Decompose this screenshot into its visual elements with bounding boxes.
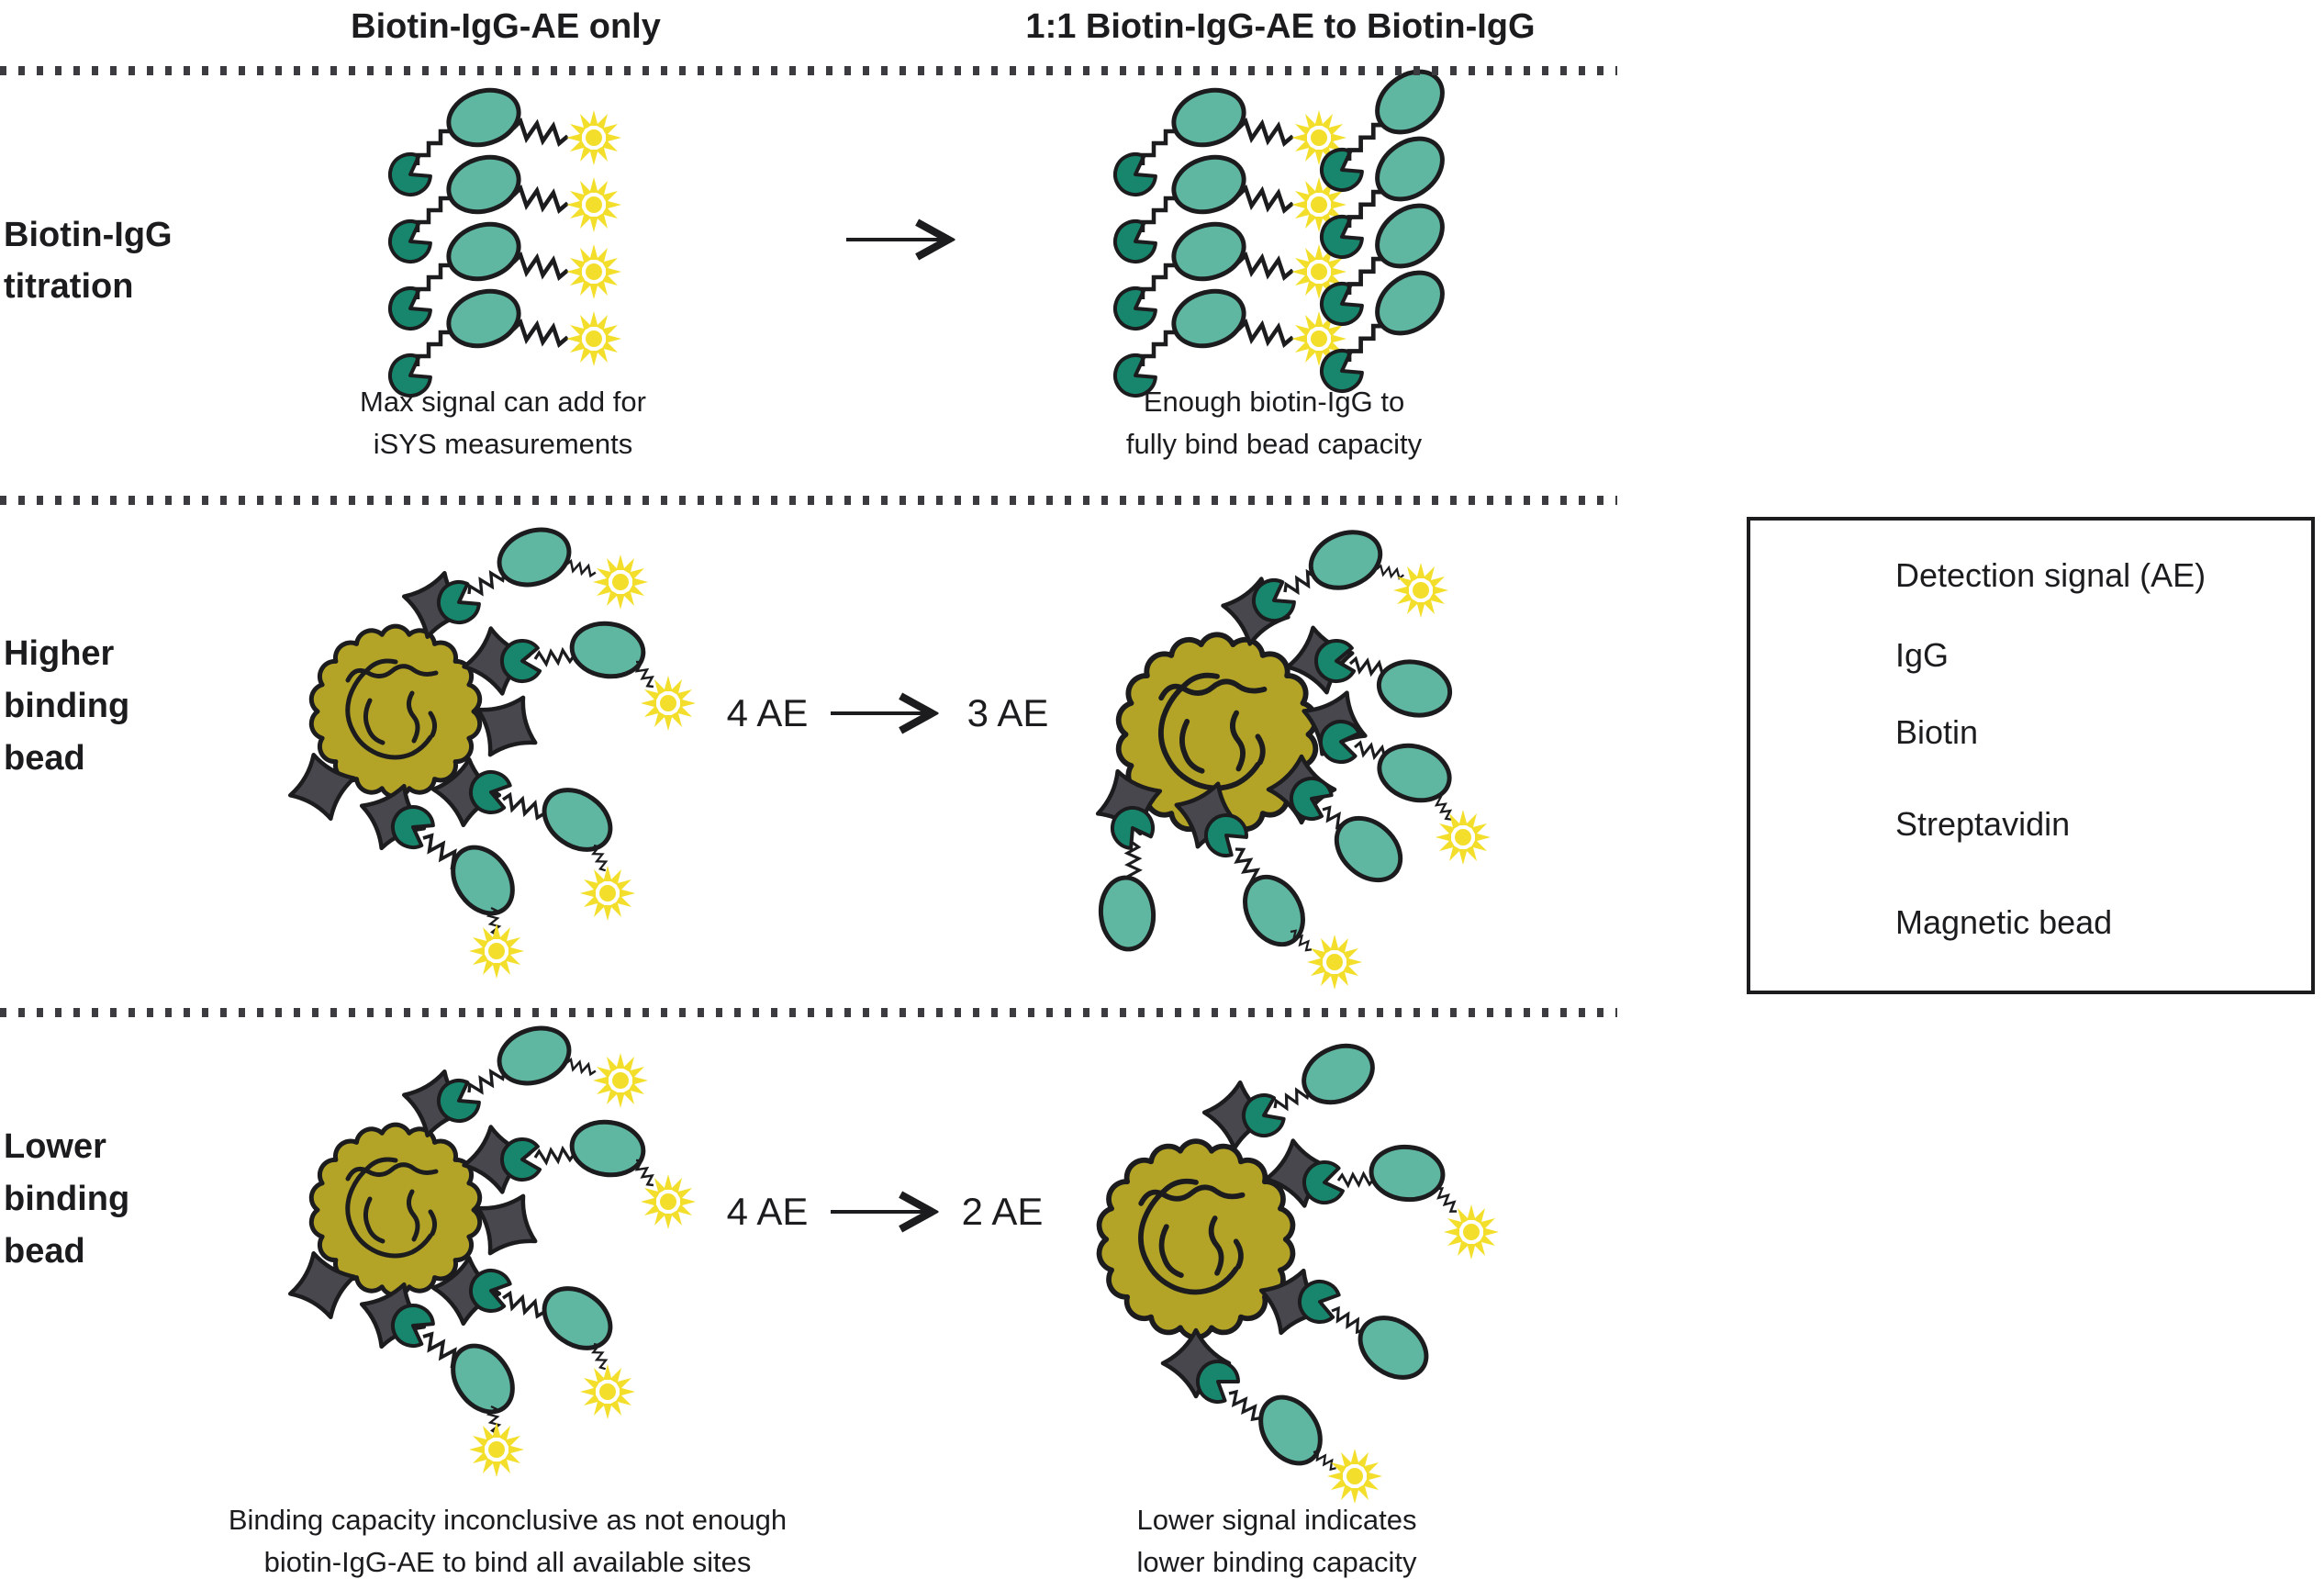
row-label-lower-binding-bead: Lower binding bead	[4, 1121, 129, 1278]
ae-count-higher-after: 3 AE	[966, 691, 1049, 734]
ae-count-lower-after: 2 AE	[961, 1190, 1044, 1233]
row-label-line: titration	[4, 267, 134, 306]
row-label-line: bead	[4, 1232, 85, 1271]
caption-titration-left: Max signal can add for iSYS measurements	[360, 381, 646, 465]
row-label-line: Lower	[4, 1127, 106, 1166]
row-label-higher-binding-bead: Higher binding bead	[4, 628, 129, 785]
biotin-igg-ae-chain-icon	[1115, 283, 1346, 396]
column-header-left: Biotin-IgG-AE only	[351, 7, 661, 46]
dotted-divider-top	[0, 66, 1617, 75]
caption-line: fully bind bead capacity	[1125, 428, 1423, 460]
caption-line: Binding capacity inconclusive as not eno…	[228, 1504, 788, 1536]
row-label-biotin-igg-titration: Biotin-IgG titration	[4, 209, 173, 312]
dotted-divider-bottom	[0, 1008, 1617, 1017]
legend-label-igg: IgG	[1895, 636, 1950, 674]
caption-line: Max signal can add for	[360, 386, 646, 418]
legend-label-detection-signal: Detection signal (AE)	[1895, 556, 2207, 594]
ae-count-lower-before: 4 AE	[726, 1190, 809, 1233]
legend-label-streptavidin: Streptavidin	[1895, 805, 2071, 843]
caption-line: biotin-IgG-AE to bind all available site…	[263, 1546, 752, 1578]
legend-label-biotin: Biotin	[1895, 713, 1979, 751]
row-label-line: binding	[4, 1180, 130, 1218]
caption-lower-left: Binding capacity inconclusive as not eno…	[229, 1499, 787, 1579]
row-label-line: binding	[4, 687, 130, 725]
caption-line: Lower signal indicates	[1136, 1504, 1417, 1536]
titration-right-plain-group	[1322, 60, 1454, 391]
dotted-divider-middle	[0, 496, 1617, 505]
row-label-line: Biotin-IgG	[4, 216, 173, 254]
caption-line: lower binding capacity	[1136, 1546, 1417, 1578]
higher-binding-bead-after-icon	[1087, 522, 1491, 990]
legend-label-magnetic-bead: Magnetic bead	[1895, 903, 2113, 941]
legend-box	[1747, 517, 2315, 994]
row-label-line: bead	[4, 739, 85, 778]
higher-binding-bead-before-icon	[282, 521, 696, 979]
lower-binding-bead-before-icon	[282, 1019, 696, 1477]
caption-titration-right: Enough biotin-IgG to fully bind bead cap…	[1126, 381, 1422, 465]
titration-left-diagram	[390, 82, 621, 396]
column-header-right: 1:1 Biotin-IgG-AE to Biotin-IgG	[1025, 7, 1536, 46]
ae-count-higher-before: 4 AE	[726, 691, 809, 734]
biotin-igg-ae-chain-icon	[390, 283, 621, 396]
titration-right-ae-group	[1115, 82, 1346, 396]
caption-line: Enough biotin-IgG to	[1143, 386, 1405, 418]
row-label-line: Higher	[4, 634, 115, 673]
lower-binding-bead-after-icon	[1100, 1036, 1499, 1504]
caption-line: iSYS measurements	[373, 428, 633, 460]
caption-lower-right: Lower signal indicates lower binding cap…	[1136, 1499, 1416, 1579]
